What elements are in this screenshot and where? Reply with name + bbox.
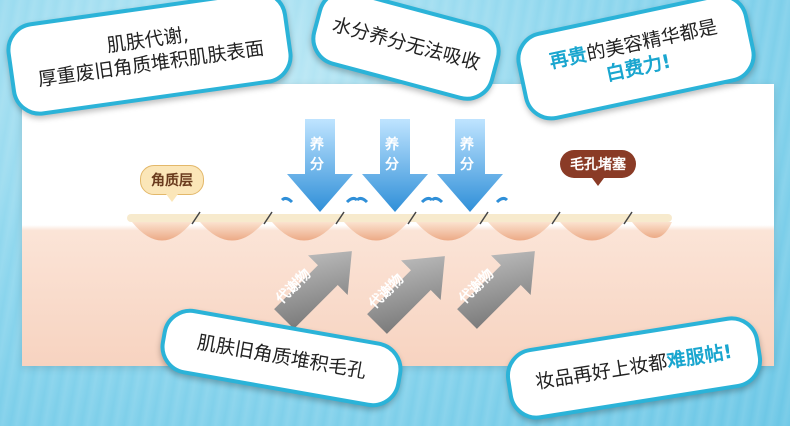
nutrient-top-text: 养 [460, 137, 474, 153]
makeup-prefix: 妆品再好上妆都 [534, 351, 669, 394]
corneum-label: 角质层 [140, 165, 204, 202]
corneum-strip [127, 214, 672, 222]
skin-cell [632, 222, 672, 238]
cell-row [132, 222, 672, 241]
metabolite-arrows [274, 251, 535, 334]
nutrient-top-text: 养 [310, 137, 324, 153]
skin-cell [560, 222, 624, 241]
nutrient-bottom-text: 分 [310, 157, 324, 173]
metabolite-arrow [367, 256, 445, 334]
nutrient-arrow [430, 119, 509, 212]
skin-cell [344, 222, 408, 241]
skin-cell [488, 222, 552, 241]
pore-mark [479, 211, 489, 225]
nutrient-top-text: 养 [385, 137, 399, 153]
pore-marks [191, 211, 633, 225]
metabolite-arrow [274, 251, 352, 329]
makeup-highlight: 难服帖 [665, 342, 726, 373]
pore-mark [263, 211, 273, 225]
pore-mark [551, 211, 561, 225]
nutrient-arrows [280, 119, 509, 212]
skin-cell [416, 222, 480, 241]
nutrient-bottom-text: 分 [460, 157, 474, 173]
pore-mark [191, 211, 201, 225]
nutrient-arrow-3-label: 养 分 [460, 134, 474, 174]
pore-clog-label: 毛孔堵塞 [560, 150, 636, 186]
pore-mark [335, 211, 345, 225]
skin-diagram-panel: 养 分 养 分 养 分 代谢物 代谢物 代谢物 [22, 84, 774, 366]
nutrient-bottom-text: 分 [385, 157, 399, 173]
bubble-metabolism-text: 肌肤代谢, 厚重废旧角质堆积肌肤表面 [10, 10, 289, 95]
nutrient-arrow [280, 119, 359, 212]
nutrient-arrow [355, 119, 434, 212]
skin-cell [132, 222, 192, 241]
nutrient-arrow-1-label: 养 分 [310, 134, 324, 174]
bubble-makeup-text: 妆品再好上妆都难服帖! [510, 337, 759, 399]
skin-cell [200, 222, 264, 241]
pore-mark [623, 211, 633, 225]
skin-cell [272, 222, 336, 241]
bubble-absorption-text: 水分养分无法吸收 [329, 13, 483, 75]
skin-diagram [127, 119, 672, 334]
corneum-cells [127, 211, 672, 241]
pore-mark [407, 211, 417, 225]
nutrient-arrow-2-label: 养 分 [385, 134, 399, 174]
metabolite-arrow [457, 251, 535, 329]
